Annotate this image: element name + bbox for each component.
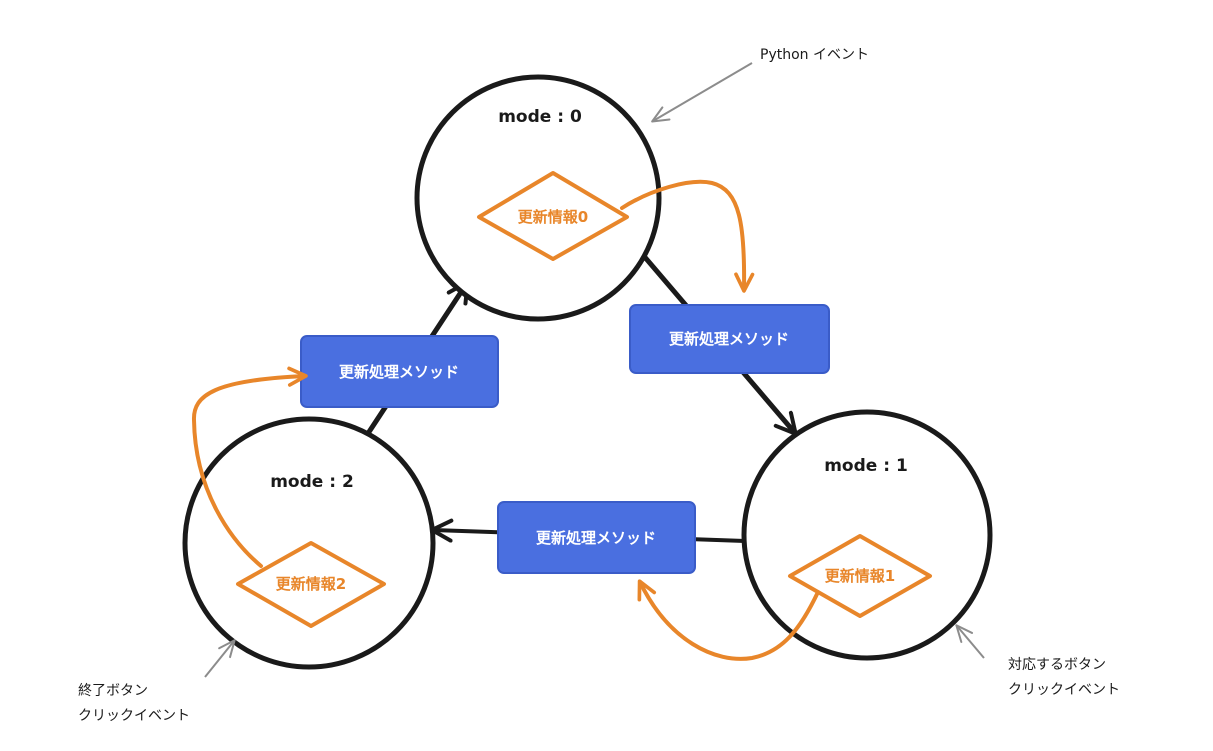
update-method-box-2-to-0: 更新処理メソッド <box>300 335 499 408</box>
update-method-label: 更新処理メソッド <box>536 529 656 547</box>
update-method-label: 更新処理メソッド <box>669 330 789 348</box>
update-info-label: 更新情報1 <box>825 567 895 585</box>
state-label: mode : 0 <box>498 107 582 127</box>
update-info-diamond-1: 更新情報1 <box>788 534 932 618</box>
annotation-exit-click-line1: 終了ボタン <box>78 683 148 699</box>
annotation-button-click-line1: 対応するボタン <box>1008 657 1106 673</box>
update-method-box-0-to-1: 更新処理メソッド <box>629 304 830 374</box>
update-info-diamond-2: 更新情報2 <box>236 541 386 628</box>
update-method-box-1-to-2: 更新処理メソッド <box>497 501 696 574</box>
state-label: mode : 2 <box>270 472 354 492</box>
state-mode1: mode : 1 <box>741 409 993 661</box>
annotation-pointer-exit-click <box>204 639 236 678</box>
annotation-exit-click-line2: クリックイベント <box>78 708 190 724</box>
update-info-label: 更新情報2 <box>276 575 346 593</box>
state-circle <box>741 409 993 661</box>
annotation-pointer-button-click <box>955 624 985 659</box>
annotation-python-event: Python イベント <box>760 47 869 63</box>
update-info-diamond-0: 更新情報0 <box>477 171 629 261</box>
update-info-label: 更新情報0 <box>518 208 588 226</box>
orange-arrow-info1-to-method <box>637 579 820 661</box>
state-label: mode : 1 <box>824 456 908 476</box>
update-method-label: 更新処理メソッド <box>339 363 459 381</box>
annotation-button-click-line2: クリックイベント <box>1008 682 1120 698</box>
orange-arrow-info2-to-method <box>191 366 308 568</box>
annotation-pointer-python-event <box>651 62 753 123</box>
orange-arrow-info0-to-method <box>620 179 755 293</box>
